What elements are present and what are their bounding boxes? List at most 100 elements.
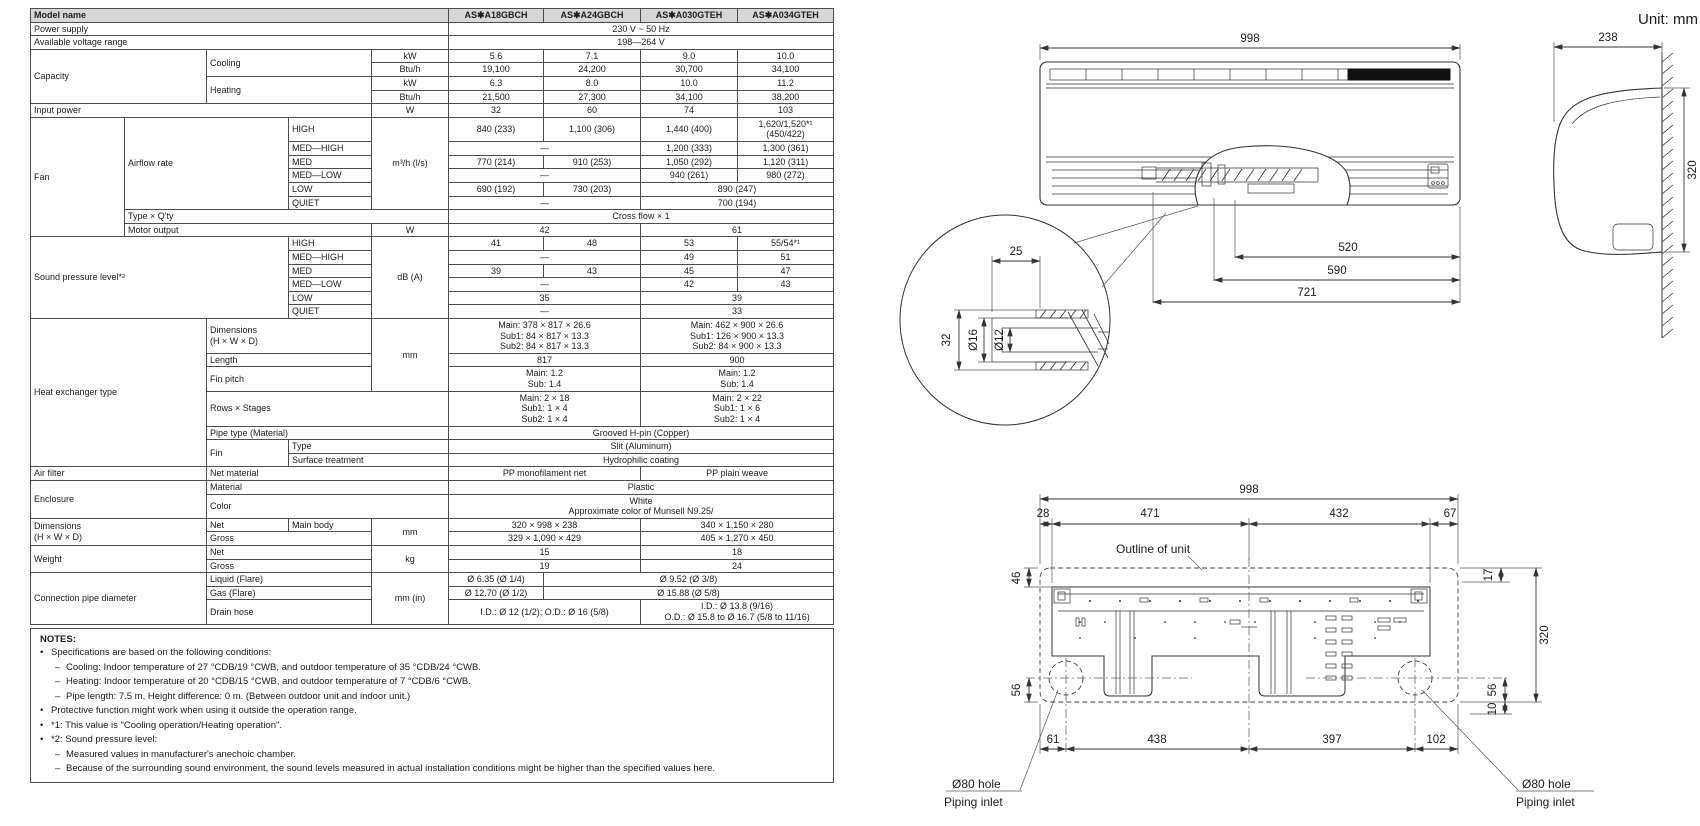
table-cell: 5.6: [448, 48, 545, 64]
plate-dim-438: 438: [1147, 734, 1166, 746]
piping-inlet-callout-left: Ø80 hole Piping inlet: [944, 689, 1059, 809]
piping-assembly: [1141, 162, 1319, 194]
mounting-plate-drawing: 998 28 471 432 67 46 56 17 320 56 10 61 …: [944, 484, 1594, 809]
note-item: •Protective function might work when usi…: [40, 705, 824, 717]
table-cell: LOW: [288, 181, 372, 197]
table-cell: 24: [640, 558, 835, 574]
table-cell: MED: [288, 154, 372, 170]
table-cell: AS✱A24GBCH: [543, 8, 642, 23]
table-cell: 34,100: [640, 89, 739, 105]
table-cell: Net: [206, 517, 289, 533]
table-cell: Weight: [30, 544, 207, 574]
table-cell: 55/54*¹: [737, 236, 835, 251]
table-cell: PP plain weave: [640, 466, 835, 481]
plate-dim-56-left: 56: [1011, 684, 1023, 697]
table-cell: Air filter: [30, 466, 207, 481]
front-dim-721: 721: [1297, 287, 1316, 299]
table-cell: Heat exchanger type: [30, 318, 207, 468]
plate-dim-320: 320: [1539, 625, 1551, 644]
table-cell: MED—LOW: [288, 277, 372, 292]
table-cell: 340 × 1,150 × 280: [640, 517, 835, 533]
plate-dim-67: 67: [1444, 508, 1457, 520]
table-cell: Cross flow × 1: [448, 209, 835, 224]
note-bullet: •: [40, 719, 44, 731]
table-cell: Hydrophilic coating: [448, 452, 835, 468]
inlet-label-left: Piping inlet: [944, 795, 1003, 809]
table-cell: 1,440 (400): [640, 116, 739, 143]
table-cell: Fan: [30, 116, 125, 238]
table-cell: AS✱A18GBCH: [448, 8, 545, 23]
table-cell: Ø 15.88 (Ø 5/8): [543, 585, 835, 601]
side-depth-dim: 238: [1598, 32, 1617, 44]
table-cell: 47: [737, 263, 835, 279]
table-cell: Heating: [206, 76, 372, 105]
table-cell: 34,100: [737, 62, 835, 78]
table-cell: Fin: [206, 439, 289, 468]
table-cell: Drain hose: [206, 599, 372, 625]
table-cell: Input power: [30, 103, 372, 118]
plate-dim-28: 28: [1037, 508, 1050, 520]
note-bullet: –: [55, 676, 61, 688]
table-cell: Main: 2 × 22 Sub1: 1 × 6 Sub2: 1 × 4: [640, 390, 835, 427]
table-cell: 690 (192): [448, 181, 545, 197]
table-cell: Material: [205, 479, 450, 495]
table-cell: 74: [640, 103, 739, 118]
table-cell: 39: [448, 263, 545, 279]
table-cell: W: [370, 222, 450, 238]
table-cell: MED: [288, 263, 372, 279]
table-cell: 53: [640, 236, 739, 251]
detail-dim-o12: Ø12: [994, 329, 1006, 351]
plate-dim-102: 102: [1426, 734, 1445, 746]
note-bullet: –: [55, 661, 61, 673]
plate-dim-56-right: 56: [1487, 684, 1499, 697]
table-cell: —: [448, 141, 642, 156]
table-cell: AS✱A030GTEH: [640, 8, 739, 23]
table-cell: kW: [370, 76, 450, 91]
table-cell: 15: [448, 544, 642, 560]
plate-dim-10: 10: [1487, 703, 1499, 716]
plate-dim-61: 61: [1047, 734, 1060, 746]
table-cell: Gross: [206, 531, 372, 546]
table-cell: HIGH: [288, 116, 372, 143]
table-cell: 43: [737, 277, 835, 292]
note-item: –Heating: Indoor temperature of 20 °CDB/…: [55, 676, 824, 688]
table-cell: Plastic: [448, 479, 835, 495]
table-cell: Btu/h: [370, 62, 450, 78]
note-text: Specifications are based on the followin…: [51, 647, 272, 659]
table-cell: 1,300 (361): [737, 141, 835, 156]
table-cell: LOW: [288, 290, 372, 306]
notes-title: NOTES:: [40, 633, 76, 645]
hole-label-right: Ø80 hole: [1522, 777, 1571, 791]
table-cell: 1,620/1,520*¹ (450/422): [737, 116, 835, 143]
note-bullet: –: [55, 690, 61, 702]
table-cell: Gross: [206, 558, 372, 574]
table-cell: kW: [370, 48, 450, 64]
table-cell: 19: [448, 558, 642, 574]
note-bullet: •: [40, 647, 44, 659]
table-cell: —: [448, 304, 642, 320]
plate-dim-46: 46: [1011, 572, 1023, 585]
table-cell: Rows × Stages: [205, 390, 450, 427]
table-cell: dB (A): [370, 236, 450, 320]
table-cell: Main: 1.2 Sub: 1.4: [640, 366, 835, 392]
note-bullet: –: [55, 748, 61, 760]
table-row: Gas (Flare)Ø 12.70 (Ø 1/2)Ø 15.88 (Ø 5/8…: [31, 585, 835, 601]
inlet-label-right: Piping inlet: [1516, 795, 1575, 809]
table-cell: 38,200: [737, 89, 835, 105]
table-cell: Capacity: [30, 48, 207, 105]
table-cell: 890 (247): [640, 181, 835, 197]
